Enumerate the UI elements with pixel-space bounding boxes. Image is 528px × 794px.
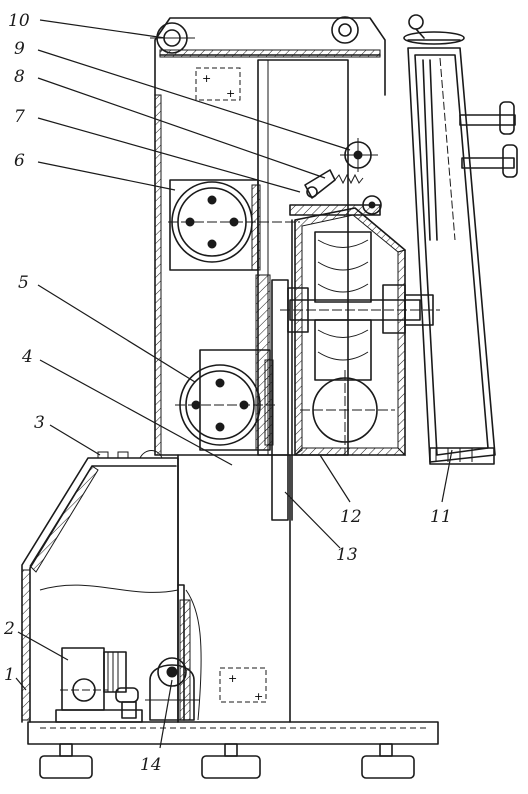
callout-labels: 10 9 8 7 6 5 4 3 2 1 14 12 13 11 <box>3 11 452 775</box>
leader-lines <box>15 19 453 749</box>
side-guard-door <box>403 14 518 465</box>
slide-plates <box>255 219 293 521</box>
svg-text:+: + <box>254 690 263 703</box>
callout-3: 3 <box>34 413 45 433</box>
upper-wheel-housing <box>168 179 300 271</box>
callout-10: 10 <box>8 11 30 31</box>
lower-cabinet <box>21 450 179 723</box>
callout-9: 9 <box>14 39 25 59</box>
callout-7: 7 <box>14 107 25 127</box>
callout-13: 13 <box>336 545 358 565</box>
main-column: + + <box>154 94 291 723</box>
tension-mechanism <box>289 138 382 216</box>
svg-text:+: + <box>202 72 211 85</box>
callout-5: 5 <box>18 273 29 293</box>
lower-pivot-bracket <box>145 657 200 721</box>
callout-6: 6 <box>14 151 25 171</box>
callout-14: 14 <box>140 755 162 775</box>
callout-12: 12 <box>340 507 362 527</box>
drive-motor <box>55 647 143 723</box>
callout-8: 8 <box>14 67 25 87</box>
callout-1: 1 <box>4 665 15 685</box>
callout-2: 2 <box>3 619 15 639</box>
callout-11: 11 <box>430 507 452 527</box>
callout-4: 4 <box>21 347 33 367</box>
top-idler-pulley <box>150 16 359 54</box>
base-plate <box>27 721 439 745</box>
svg-text:+: + <box>226 87 235 100</box>
pulley-housing <box>280 207 440 457</box>
svg-text:+: + <box>228 672 237 685</box>
leveling-feet <box>39 743 415 779</box>
